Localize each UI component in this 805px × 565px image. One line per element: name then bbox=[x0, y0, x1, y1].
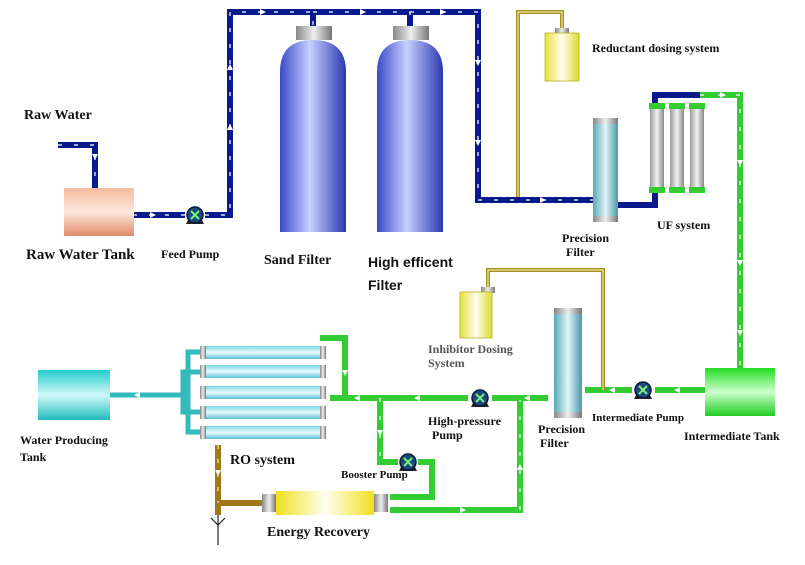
label-water-producing-tank: Water Producing Tank bbox=[20, 433, 108, 465]
label-precision-filter-2: Precision Filter bbox=[538, 422, 586, 451]
ro-vessel bbox=[200, 406, 326, 419]
label-intermediate-tank: Intermediate Tank bbox=[684, 429, 780, 443]
flow-arrow-icon bbox=[737, 330, 743, 336]
label-booster-pump: Booster Pump bbox=[341, 469, 408, 481]
inhibitor-dosing-tank bbox=[459, 287, 495, 339]
label-water-producing-tank-line1: Water Producing bbox=[20, 433, 108, 447]
flow-arrow-icon bbox=[737, 160, 743, 166]
booster-to-er-pipe bbox=[390, 459, 435, 500]
uf-module bbox=[689, 103, 705, 193]
flow-arrow-icon bbox=[360, 9, 366, 15]
ro-permeate-pipes bbox=[110, 349, 200, 435]
intermediate-pump-icon bbox=[634, 381, 652, 399]
flow-arrow-icon bbox=[354, 395, 360, 401]
permeate-collector-left bbox=[185, 349, 200, 435]
label-sand-filter: Sand Filter bbox=[264, 253, 332, 268]
high-pressure-pump-icon bbox=[471, 389, 489, 407]
label-precision-filter-1-line1: Precision bbox=[562, 231, 610, 245]
drain-outlet-icon bbox=[210, 515, 226, 545]
raw-water-tank bbox=[64, 188, 134, 236]
label-high-efficient-filter: High efficent Filter bbox=[368, 254, 453, 293]
permeate-collector-mid bbox=[180, 369, 200, 415]
ro-brine-top-pipe bbox=[320, 335, 348, 400]
flow-arrow-icon bbox=[460, 507, 466, 513]
sand-filter-vessel bbox=[280, 26, 346, 232]
label-precision-filter-1-line2: Filter bbox=[566, 244, 595, 259]
label-high-pressure-pump-line1: High-pressure bbox=[428, 414, 501, 428]
flow-arrows bbox=[92, 9, 743, 513]
flow-arrow-icon bbox=[609, 387, 615, 393]
label-high-pressure-pump: High-pressure Pump bbox=[428, 414, 501, 443]
uf-modules bbox=[649, 103, 705, 193]
label-precision-filter-1: Precision Filter bbox=[562, 231, 610, 260]
label-ro-system: RO system bbox=[230, 453, 295, 468]
uf-module bbox=[649, 103, 665, 193]
label-water-producing-tank-line2: Tank bbox=[20, 449, 47, 464]
precision-filter-1-vessel bbox=[593, 118, 618, 222]
raw-water-inlet-pipe bbox=[58, 142, 98, 188]
label-inhibitor-dosing-line1: Inhibitor Dosing bbox=[428, 342, 513, 356]
precision-filter-2-vessel bbox=[554, 308, 582, 418]
flow-arrow-icon bbox=[377, 430, 383, 436]
flow-arrow-icon bbox=[227, 64, 233, 70]
flow-arrow-icon bbox=[414, 395, 420, 401]
label-high-efficient-filter-line2: Filter bbox=[368, 277, 403, 294]
flow-arrow-icon bbox=[227, 124, 233, 130]
label-raw-water-tank: Raw Water Tank bbox=[26, 247, 135, 263]
ro-vessel bbox=[200, 386, 326, 399]
sand-to-hef-pipe bbox=[313, 9, 413, 28]
flow-arrow-icon bbox=[92, 154, 98, 160]
flow-arrow-icon bbox=[475, 140, 481, 146]
label-intermediate-pump: Intermediate Pump bbox=[592, 412, 684, 424]
flow-arrow-icon bbox=[737, 260, 743, 266]
flow-arrow-icon bbox=[475, 60, 481, 66]
booster-pump-icon bbox=[399, 453, 417, 471]
label-precision-filter-2-line2: Filter bbox=[540, 435, 569, 450]
label-energy-recovery: Energy Recovery bbox=[267, 525, 371, 540]
flow-arrow-icon bbox=[260, 9, 266, 15]
reductant-dosing-tank bbox=[544, 28, 580, 82]
feed-pump-icon bbox=[186, 206, 204, 224]
flow-arrow-icon bbox=[342, 370, 348, 376]
label-high-efficient-filter-line1: High efficent bbox=[368, 254, 453, 270]
flow-arrow-icon bbox=[540, 197, 546, 203]
flow-arrow-icon bbox=[440, 9, 446, 15]
intermediate-tank bbox=[705, 368, 775, 416]
label-inhibitor-dosing-system: Inhibitor Dosing System bbox=[428, 342, 513, 371]
flow-arrow-icon bbox=[524, 395, 530, 401]
label-high-pressure-pump-line2: Pump bbox=[432, 427, 463, 442]
flow-arrow-icon bbox=[215, 470, 221, 476]
inhibitor-dosing-pipe bbox=[486, 268, 605, 390]
label-reductant-dosing-system: Reductant dosing system bbox=[592, 41, 720, 55]
label-inhibitor-dosing-line2: System bbox=[428, 355, 465, 370]
ro-vessel bbox=[200, 426, 326, 439]
energy-recovery-device bbox=[262, 491, 388, 515]
label-precision-filter-2-line1: Precision bbox=[538, 422, 586, 436]
high-efficient-filter-vessel bbox=[377, 26, 443, 232]
flow-arrow-icon bbox=[150, 212, 156, 218]
uf-module bbox=[669, 103, 685, 193]
flow-arrow-icon bbox=[134, 392, 140, 398]
ro-membrane-vessels bbox=[200, 346, 326, 439]
flow-arrow-icon bbox=[720, 92, 726, 98]
ro-vessel bbox=[200, 346, 326, 359]
label-uf-system: UF system bbox=[657, 218, 711, 232]
flow-arrow-icon bbox=[674, 387, 680, 393]
flow-arrow-icon bbox=[517, 464, 523, 470]
ro-vessel bbox=[200, 365, 326, 378]
label-raw-water: Raw Water bbox=[24, 108, 92, 123]
water-producing-tank bbox=[38, 370, 110, 420]
label-feed-pump: Feed Pump bbox=[161, 247, 220, 261]
